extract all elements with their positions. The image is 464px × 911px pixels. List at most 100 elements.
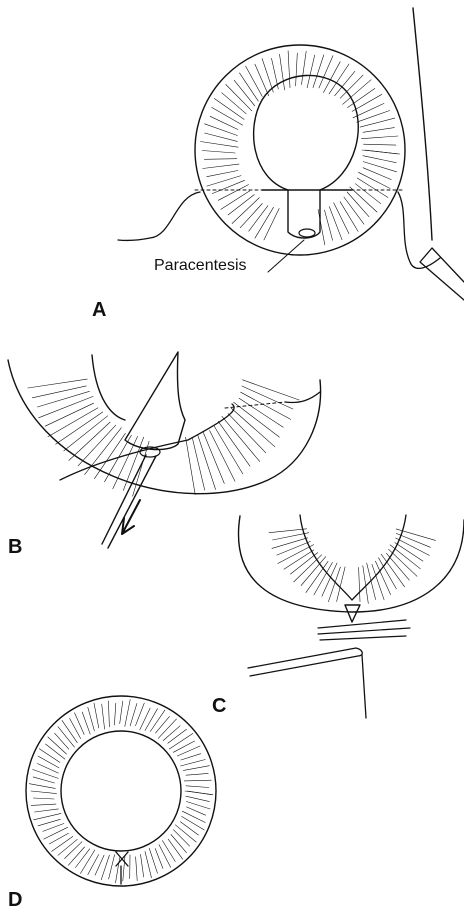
iris-fiber (94, 703, 99, 728)
iris-fiber (37, 391, 89, 407)
iris-fiber (325, 210, 333, 240)
iris-fiber (183, 766, 209, 771)
iris-fiber (355, 184, 380, 204)
iris-fiber (249, 206, 268, 232)
iris-fiber (198, 435, 216, 490)
iris-fiber (120, 701, 123, 724)
iris-fiber (340, 75, 363, 98)
iris-fiber (318, 209, 325, 245)
iris-fiber (186, 773, 208, 775)
iris-fiber (363, 156, 396, 163)
iris-fiber (180, 822, 198, 835)
iris-fiber (340, 202, 358, 232)
iris-fiber (33, 770, 59, 779)
iris-fiber (302, 51, 307, 84)
iris-fiber (192, 438, 204, 490)
iris-fibers-d (29, 700, 213, 883)
iris-fiber (222, 93, 247, 114)
iris-fiber (186, 802, 210, 810)
hook-shaft-b (102, 455, 156, 548)
iris-fiber (31, 791, 57, 794)
suture-thread-right-a (398, 192, 440, 268)
iris-fiber (171, 835, 187, 853)
iris-fiber (200, 142, 238, 148)
iris-fiber (186, 796, 210, 801)
iris-fiber (44, 827, 68, 839)
iris-fiber (207, 176, 241, 187)
iris-fiber (363, 168, 391, 180)
iris-fiber (37, 764, 58, 774)
iris-fiber (169, 734, 193, 750)
iris-fiber (136, 703, 145, 726)
iris-fiber (175, 825, 196, 842)
iris-fiber (228, 414, 266, 453)
iris-fiber (363, 128, 394, 133)
iris-fibers-c (269, 529, 436, 604)
iris-fiber (187, 807, 206, 815)
iris-fiber (255, 64, 269, 96)
iris-fiber (39, 749, 60, 763)
iris-fiber (231, 408, 275, 447)
iris-fiber (328, 567, 340, 602)
iris-fiber (214, 99, 244, 120)
iris-fiber (32, 386, 86, 398)
iris-fiber (29, 784, 55, 789)
iris-fiber (35, 809, 59, 812)
iris-fiber (203, 164, 239, 168)
iris-fiber (130, 703, 137, 726)
iris-fiber (296, 53, 298, 86)
needle-a (413, 8, 432, 240)
iris-fiber (69, 422, 110, 460)
iris-fiber (173, 830, 189, 846)
iris-fiber (34, 813, 62, 819)
iris-fiber (364, 144, 396, 145)
iris-fiber (155, 849, 163, 869)
suture-tails-c (318, 620, 410, 640)
iris-fiber (347, 192, 369, 217)
iris-fiber (114, 703, 115, 725)
iris-fiber (156, 716, 170, 733)
iris-fiber (272, 58, 279, 89)
iris-fiber (372, 564, 384, 600)
iris-fiber (288, 51, 290, 88)
panel-c: C (212, 515, 464, 718)
iris-fiber (277, 541, 311, 555)
iris-fiber (181, 754, 201, 760)
paracentesis-leader (268, 240, 304, 272)
iris-fiber (70, 718, 81, 738)
iris-fiber (222, 416, 260, 461)
iris-fiber (28, 379, 88, 388)
iris-fiber (68, 847, 84, 865)
iris-fiber (205, 124, 238, 136)
iris-fiber (306, 561, 328, 592)
iris-fiber (186, 437, 196, 494)
pupil-keyhole-a (254, 75, 359, 238)
iris-fiber (218, 185, 248, 201)
iris-fiber (240, 204, 262, 228)
iris-fiber (149, 848, 157, 873)
panel-label-b: B (8, 536, 22, 558)
iris-fiber (280, 54, 285, 90)
iris-fiber (64, 416, 108, 451)
iris-fiber (65, 842, 82, 859)
iris-fiber (363, 162, 396, 172)
suture-thread-b (60, 392, 320, 480)
iris-fiber (186, 786, 209, 788)
iris-fiber (334, 203, 349, 234)
panel-label-c: C (212, 695, 226, 717)
iris-fiber (82, 712, 90, 734)
iris-fiber (181, 760, 206, 767)
iris-fiber (108, 701, 109, 727)
iris-outer-arc-c (238, 516, 464, 612)
iris-fiber (204, 159, 237, 160)
knot-c (345, 605, 360, 622)
iris-fiber (228, 195, 254, 216)
iris-fiber (136, 857, 138, 881)
iris-fiber (353, 103, 384, 117)
iris-fiber (262, 59, 273, 93)
iris-fiber (168, 839, 183, 859)
pupil-d (61, 731, 181, 851)
iris-fiber (141, 854, 144, 877)
iris-fiber (357, 178, 388, 198)
iris-fiber (58, 839, 77, 855)
